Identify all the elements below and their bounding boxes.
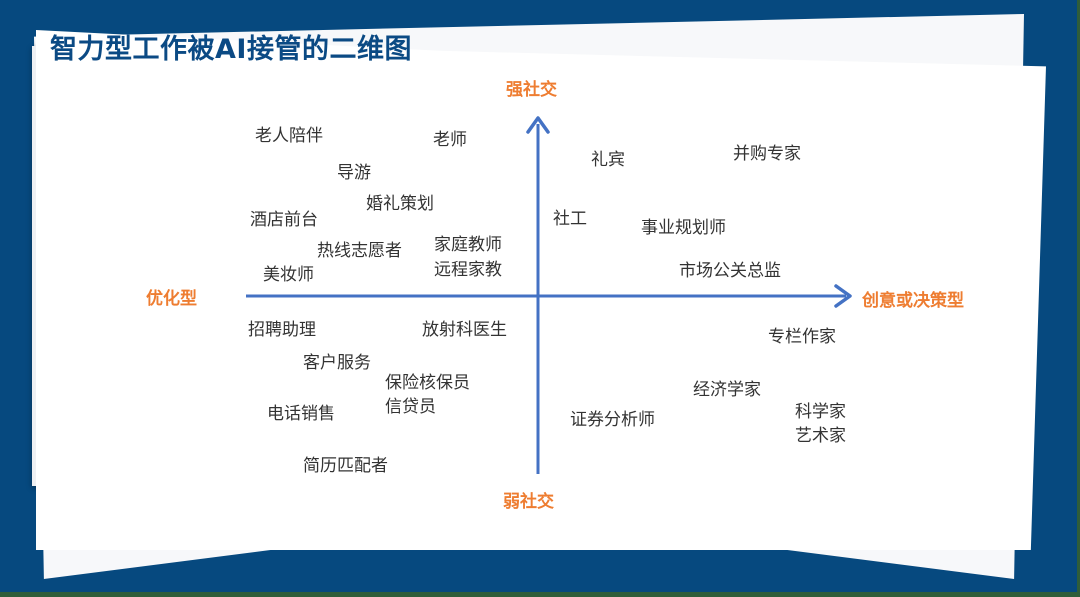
paper-sheet-front [36,30,1046,550]
job-label: 礼宾 [591,150,625,170]
job-label: 信贷员 [385,397,436,417]
axis-label-bottom: 弱社交 [503,492,554,512]
job-label: 放射科医生 [422,320,507,340]
job-label: 科学家 [795,402,846,422]
job-label: 老师 [433,130,467,150]
job-label: 客户服务 [303,353,371,373]
axis-label-right: 创意或决策型 [862,291,964,311]
job-label: 经济学家 [693,380,761,400]
job-label: 招聘助理 [248,320,316,340]
job-label: 事业规划师 [641,218,726,238]
job-label: 美妆师 [263,265,314,285]
job-label: 保险核保员 [385,373,470,393]
job-label: 电话销售 [267,404,335,424]
job-label: 酒店前台 [250,210,318,230]
frame-border-right [1077,0,1080,597]
diagram-title: 智力型工作被AI接管的二维图 [50,34,412,65]
job-label: 专栏作家 [768,327,836,347]
job-label: 婚礼策划 [366,194,434,214]
axis-label-left: 优化型 [146,289,197,309]
axis-label-top: 强社交 [506,80,557,100]
job-label: 家庭教师 [434,235,502,255]
job-label: 远程家教 [434,260,502,280]
job-label: 市场公关总监 [679,261,781,281]
job-label: 简历匹配者 [303,456,388,476]
arrow-up-icon [526,116,550,134]
job-label: 并购专家 [733,144,801,164]
job-label: 艺术家 [795,426,846,446]
arrow-right-icon [834,284,852,308]
job-label: 导游 [337,163,371,183]
job-label: 热线志愿者 [317,241,402,261]
job-label: 社工 [553,209,587,229]
frame-border-bottom [0,592,1080,597]
job-label: 证券分析师 [570,410,655,430]
job-label: 老人陪伴 [255,126,323,146]
